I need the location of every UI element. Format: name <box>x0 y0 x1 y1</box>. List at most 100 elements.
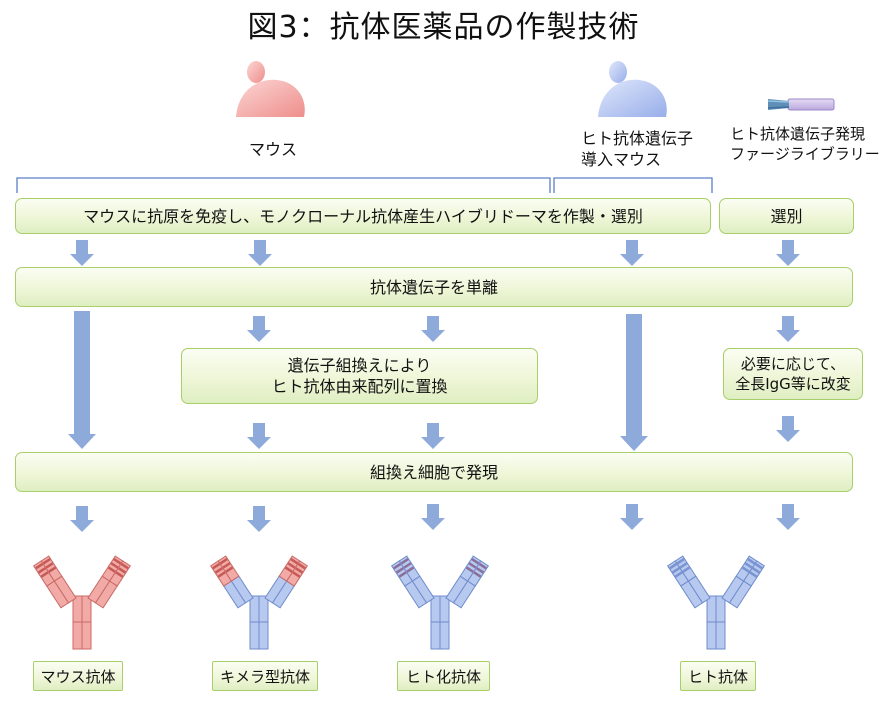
antibody-cdr-stripe <box>287 562 296 569</box>
arrow-down <box>248 240 272 266</box>
antibody-stem-segment <box>715 621 726 650</box>
step-select-box: 選別 <box>719 198 854 234</box>
antibody-cdr-stripe <box>682 566 691 573</box>
antibody-cdr-stripe <box>295 567 304 574</box>
arrow-down <box>421 316 445 342</box>
antibody-stem-segment <box>439 595 450 623</box>
step-express-box: 組換え細胞で発現 <box>15 452 853 492</box>
antibody-stem-segment <box>430 621 441 650</box>
phage-icon <box>767 98 835 111</box>
antibody-arm <box>32 555 77 609</box>
arrow-down <box>247 506 271 532</box>
arrow-down <box>421 504 445 530</box>
antibody-stem-segment <box>258 595 269 623</box>
arrow-down <box>247 316 271 342</box>
antibody-cdr-stripe <box>679 562 688 569</box>
antibody-arm <box>721 555 766 609</box>
arrow-down <box>776 316 800 342</box>
antibody-stem-segment <box>249 621 260 650</box>
antibody-cdr-stripe <box>290 558 299 565</box>
antibody-cdr-stripe <box>217 571 226 578</box>
antibody-cdr-stripe <box>403 562 412 569</box>
result-humanized-antibody: ヒト化抗体 <box>397 661 490 691</box>
arrow-down <box>620 504 644 530</box>
arrow-down <box>776 240 800 266</box>
arrow-down <box>620 240 644 266</box>
antibody-arm <box>264 555 309 609</box>
antibody-cdr-stripe <box>749 571 758 578</box>
arrow-long <box>620 314 648 451</box>
antibody-arm <box>666 555 711 609</box>
step-recombine-line2: ヒト抗体由来配列に置換 <box>271 377 448 396</box>
antibody-cdr-stripe <box>110 562 119 569</box>
arrow-down <box>70 506 94 532</box>
antibody-cdr-stripe <box>107 566 116 573</box>
antibody-cdr-stripe <box>297 562 306 570</box>
antibody-arm <box>390 555 435 609</box>
antibody-arm <box>87 555 132 609</box>
antibody-cdr-stripe <box>674 571 683 578</box>
antibody-cdr-stripe <box>476 567 485 574</box>
antibody-cdr-stripe <box>40 571 49 578</box>
arrow-down <box>421 423 445 449</box>
arrow-down <box>776 504 800 530</box>
antibody-stem-segment <box>706 621 717 650</box>
red-mouse-icon <box>236 61 305 117</box>
antibody-cdr-stripe <box>292 571 301 578</box>
arrow-down <box>776 416 800 442</box>
arrow-down <box>247 423 271 449</box>
antibody-cdr-stripe <box>400 558 409 565</box>
arrow-down <box>70 240 94 266</box>
antibody-stem-segment <box>249 595 260 623</box>
antibody-cdr-stripe <box>468 562 477 569</box>
antibody-cdr-stripe <box>45 562 54 569</box>
antibody-cdr-stripe <box>120 562 129 570</box>
source-label-phage: ヒト抗体遺伝子発現 ファージライブラリー <box>730 124 880 164</box>
antibody-cdr-stripe <box>465 566 474 573</box>
antibody-stem-segment <box>81 621 92 650</box>
antibody-cdr-stripe <box>747 558 756 565</box>
source-label-phage-line2: ファージライブラリー <box>730 145 880 163</box>
step-immunize-box: マウスに抗原を免疫し、モノクローナル抗体産生ハイブリドーマを作製・選別 <box>15 198 711 234</box>
antibody-cdr-stripe <box>113 558 122 565</box>
antibody-stem-segment <box>706 595 717 623</box>
antibody-cdr-stripe <box>754 562 763 570</box>
antibody-icon <box>32 555 132 650</box>
antibody-stem-segment <box>439 621 450 650</box>
step-recombine-box: 遺伝子組換えにより ヒト抗体由来配列に置換 <box>181 348 538 404</box>
antibody-cdr-stripe <box>398 571 407 578</box>
antibody-cdr-stripe <box>473 571 482 578</box>
source-label-transgenic-line2: 導入マウス <box>581 150 662 169</box>
blue-mouse-icon <box>598 61 667 117</box>
antibody-cdr-stripe <box>741 566 750 573</box>
antibody-cdr-stripe <box>118 567 127 574</box>
result-chimeric-antibody: キメラ型抗体 <box>212 661 318 691</box>
antibody-cdr-stripe <box>471 558 480 565</box>
arrow-long <box>68 311 96 449</box>
antibody-cdr-stripe <box>115 571 124 578</box>
result-mouse-antibody: マウス抗体 <box>33 661 123 691</box>
source-label-transgenic-mouse: ヒト抗体遺伝子 導入マウス <box>581 128 693 170</box>
antibody-cdr-stripe <box>214 567 223 574</box>
result-human-antibody: ヒト抗体 <box>680 661 756 691</box>
source-bracket <box>16 177 713 193</box>
antibody-cdr-stripe <box>212 562 221 570</box>
antibody-cdr-stripe <box>478 562 487 570</box>
antibody-stem-segment <box>258 621 269 650</box>
antibody-icon <box>209 555 309 650</box>
antibody-cdr-stripe <box>395 567 404 574</box>
antibody-cdr-stripe <box>222 562 231 569</box>
antibody-group <box>32 555 766 650</box>
flow-arrows <box>68 240 800 532</box>
antibody-cdr-stripe <box>744 562 753 569</box>
antibody-arm <box>209 555 254 609</box>
antibody-stem-segment <box>72 595 83 623</box>
antibody-cdr-stripe <box>676 558 685 565</box>
antibody-cdr-stripe <box>35 562 44 570</box>
antibody-stem-segment <box>81 595 92 623</box>
antibody-icon <box>390 555 490 650</box>
antibody-cdr-stripe <box>284 566 293 573</box>
antibody-cdr-stripe <box>669 562 678 570</box>
step-recombine-line1: 遺伝子組換えにより <box>287 356 432 375</box>
